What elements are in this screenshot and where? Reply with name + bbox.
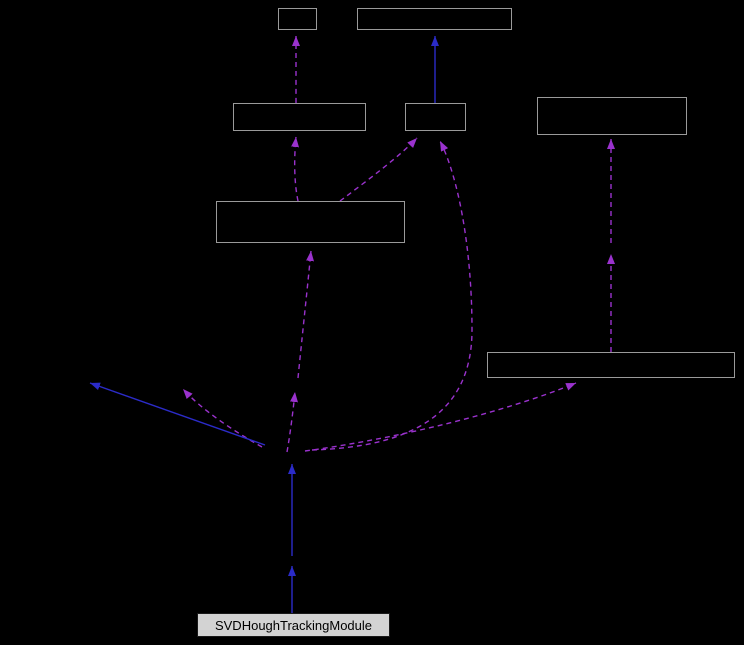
edge-usage-junction-mid-segment [286,391,298,453]
diagram-node-row2-right[interactable] [537,97,687,135]
edge-usage-junction-row2mid-curve [311,140,473,451]
diagram-node-row2-left[interactable] [233,103,366,131]
diagram-node-top-wide[interactable] [357,8,512,30]
edge-usage-junction-upleft [182,388,263,448]
diagram-node-row2-mid[interactable] [405,103,466,131]
diagram-node-right-wide[interactable] [487,352,735,378]
edge-usage-row3-row2left [291,136,300,202]
diagram-node-top-small[interactable] [278,8,317,30]
node-svdhoughtrackingmodule[interactable]: SVDHoughTrackingModule [197,613,390,637]
diagram-node-row3-center[interactable] [216,201,405,243]
edge-usage-junction-rightwide [304,382,577,452]
edge-inheritance-junction-upleft [89,382,266,446]
edge-usage-row3-row2mid [339,137,418,202]
edge-usage-mid-row3-segment [297,250,315,379]
